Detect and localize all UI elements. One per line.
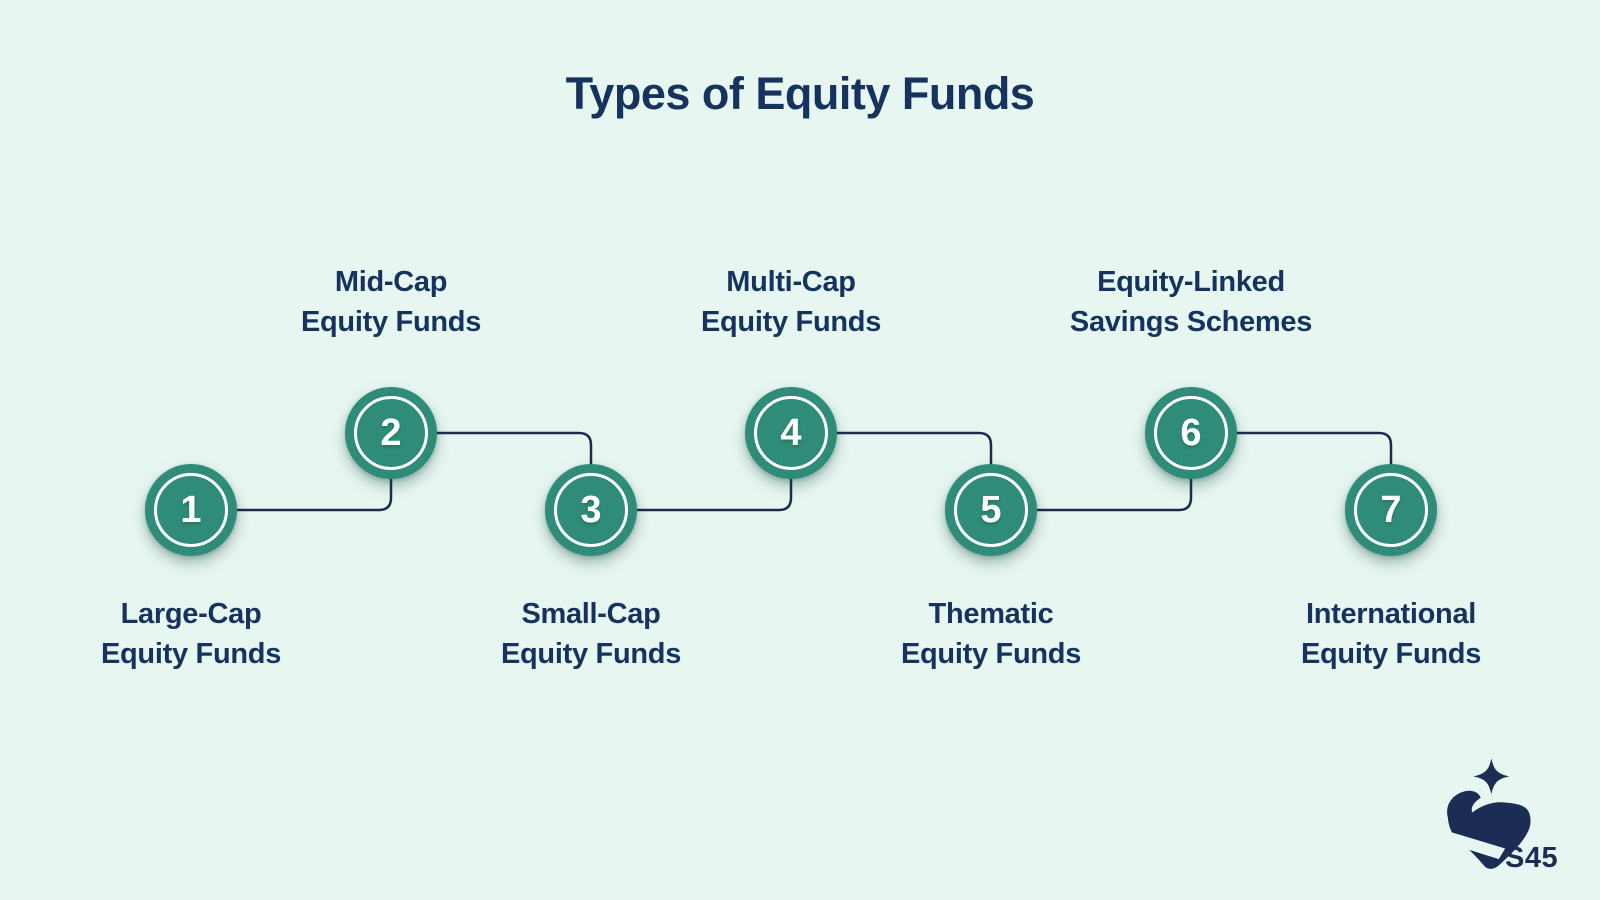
step-label-mid-cap: Mid-Cap Equity Funds <box>231 262 551 342</box>
connector-line-5-6 <box>991 433 1193 512</box>
step-circle-7: 7 <box>1345 464 1437 556</box>
step-circle-ring: 7 <box>1354 473 1428 547</box>
step-circle-ring: 4 <box>754 396 828 470</box>
step-label-large-cap: Large-Cap Equity Funds <box>31 594 351 674</box>
step-label-line: Equity Funds <box>300 306 482 338</box>
step-number: 2 <box>380 412 402 454</box>
step-circle-4: 4 <box>745 387 837 479</box>
step-circle-1: 1 <box>145 464 237 556</box>
step-number: 3 <box>580 489 602 531</box>
step-circle-ring: 6 <box>1154 396 1228 470</box>
step-circle-3: 3 <box>545 464 637 556</box>
step-number: 6 <box>1180 412 1202 454</box>
page-title: Types of Equity Funds <box>565 68 1035 119</box>
step-circle-5: 5 <box>945 464 1037 556</box>
step-label-line: Equity Funds <box>500 638 682 670</box>
connector-line-6-7 <box>1191 431 1393 510</box>
step-circle-ring: 3 <box>554 473 628 547</box>
connector-line-2-3 <box>391 431 593 510</box>
step-label-line: Equity Funds <box>100 638 282 670</box>
step-number: 7 <box>1380 489 1402 531</box>
step-label-line: Multi-Cap <box>726 266 856 298</box>
step-circle-ring: 5 <box>954 473 1028 547</box>
step-label-line: Large-Cap <box>120 598 262 630</box>
step-circle-6: 6 <box>1145 387 1237 479</box>
step-label-line: Mid-Cap <box>334 266 448 298</box>
step-circle-2: 2 <box>345 387 437 479</box>
step-label-line: Small-Cap <box>521 598 661 630</box>
step-number: 4 <box>780 412 802 454</box>
connector-line-4-5 <box>791 431 993 510</box>
sparkle-bull-mark-icon <box>1441 758 1531 869</box>
step-label-international: International Equity Funds <box>1231 594 1551 674</box>
connector-line-1-2 <box>191 433 393 512</box>
step-number: 5 <box>980 489 1002 531</box>
step-circle-ring: 1 <box>154 473 228 547</box>
step-label-line: Equity Funds <box>1300 638 1482 670</box>
step-label-line: Savings Schemes <box>1069 306 1313 338</box>
step-label-line: International <box>1305 598 1477 630</box>
brand-logo: S45 <box>1437 752 1577 880</box>
step-label-thematic: Thematic Equity Funds <box>831 594 1151 674</box>
step-label-line: Thematic <box>928 598 1054 630</box>
connector-line-3-4 <box>591 433 793 512</box>
brand-logo-text: S45 <box>1505 842 1559 874</box>
step-label-line: Equity-Linked <box>1097 266 1285 298</box>
step-label-multi-cap: Multi-Cap Equity Funds <box>631 262 951 342</box>
step-number: 1 <box>180 489 202 531</box>
step-label-elss: Equity-Linked Savings Schemes <box>1031 262 1351 342</box>
step-circle-ring: 2 <box>354 396 428 470</box>
step-label-small-cap: Small-Cap Equity Funds <box>431 594 751 674</box>
step-label-line: Equity Funds <box>900 638 1082 670</box>
step-label-line: Equity Funds <box>700 306 882 338</box>
